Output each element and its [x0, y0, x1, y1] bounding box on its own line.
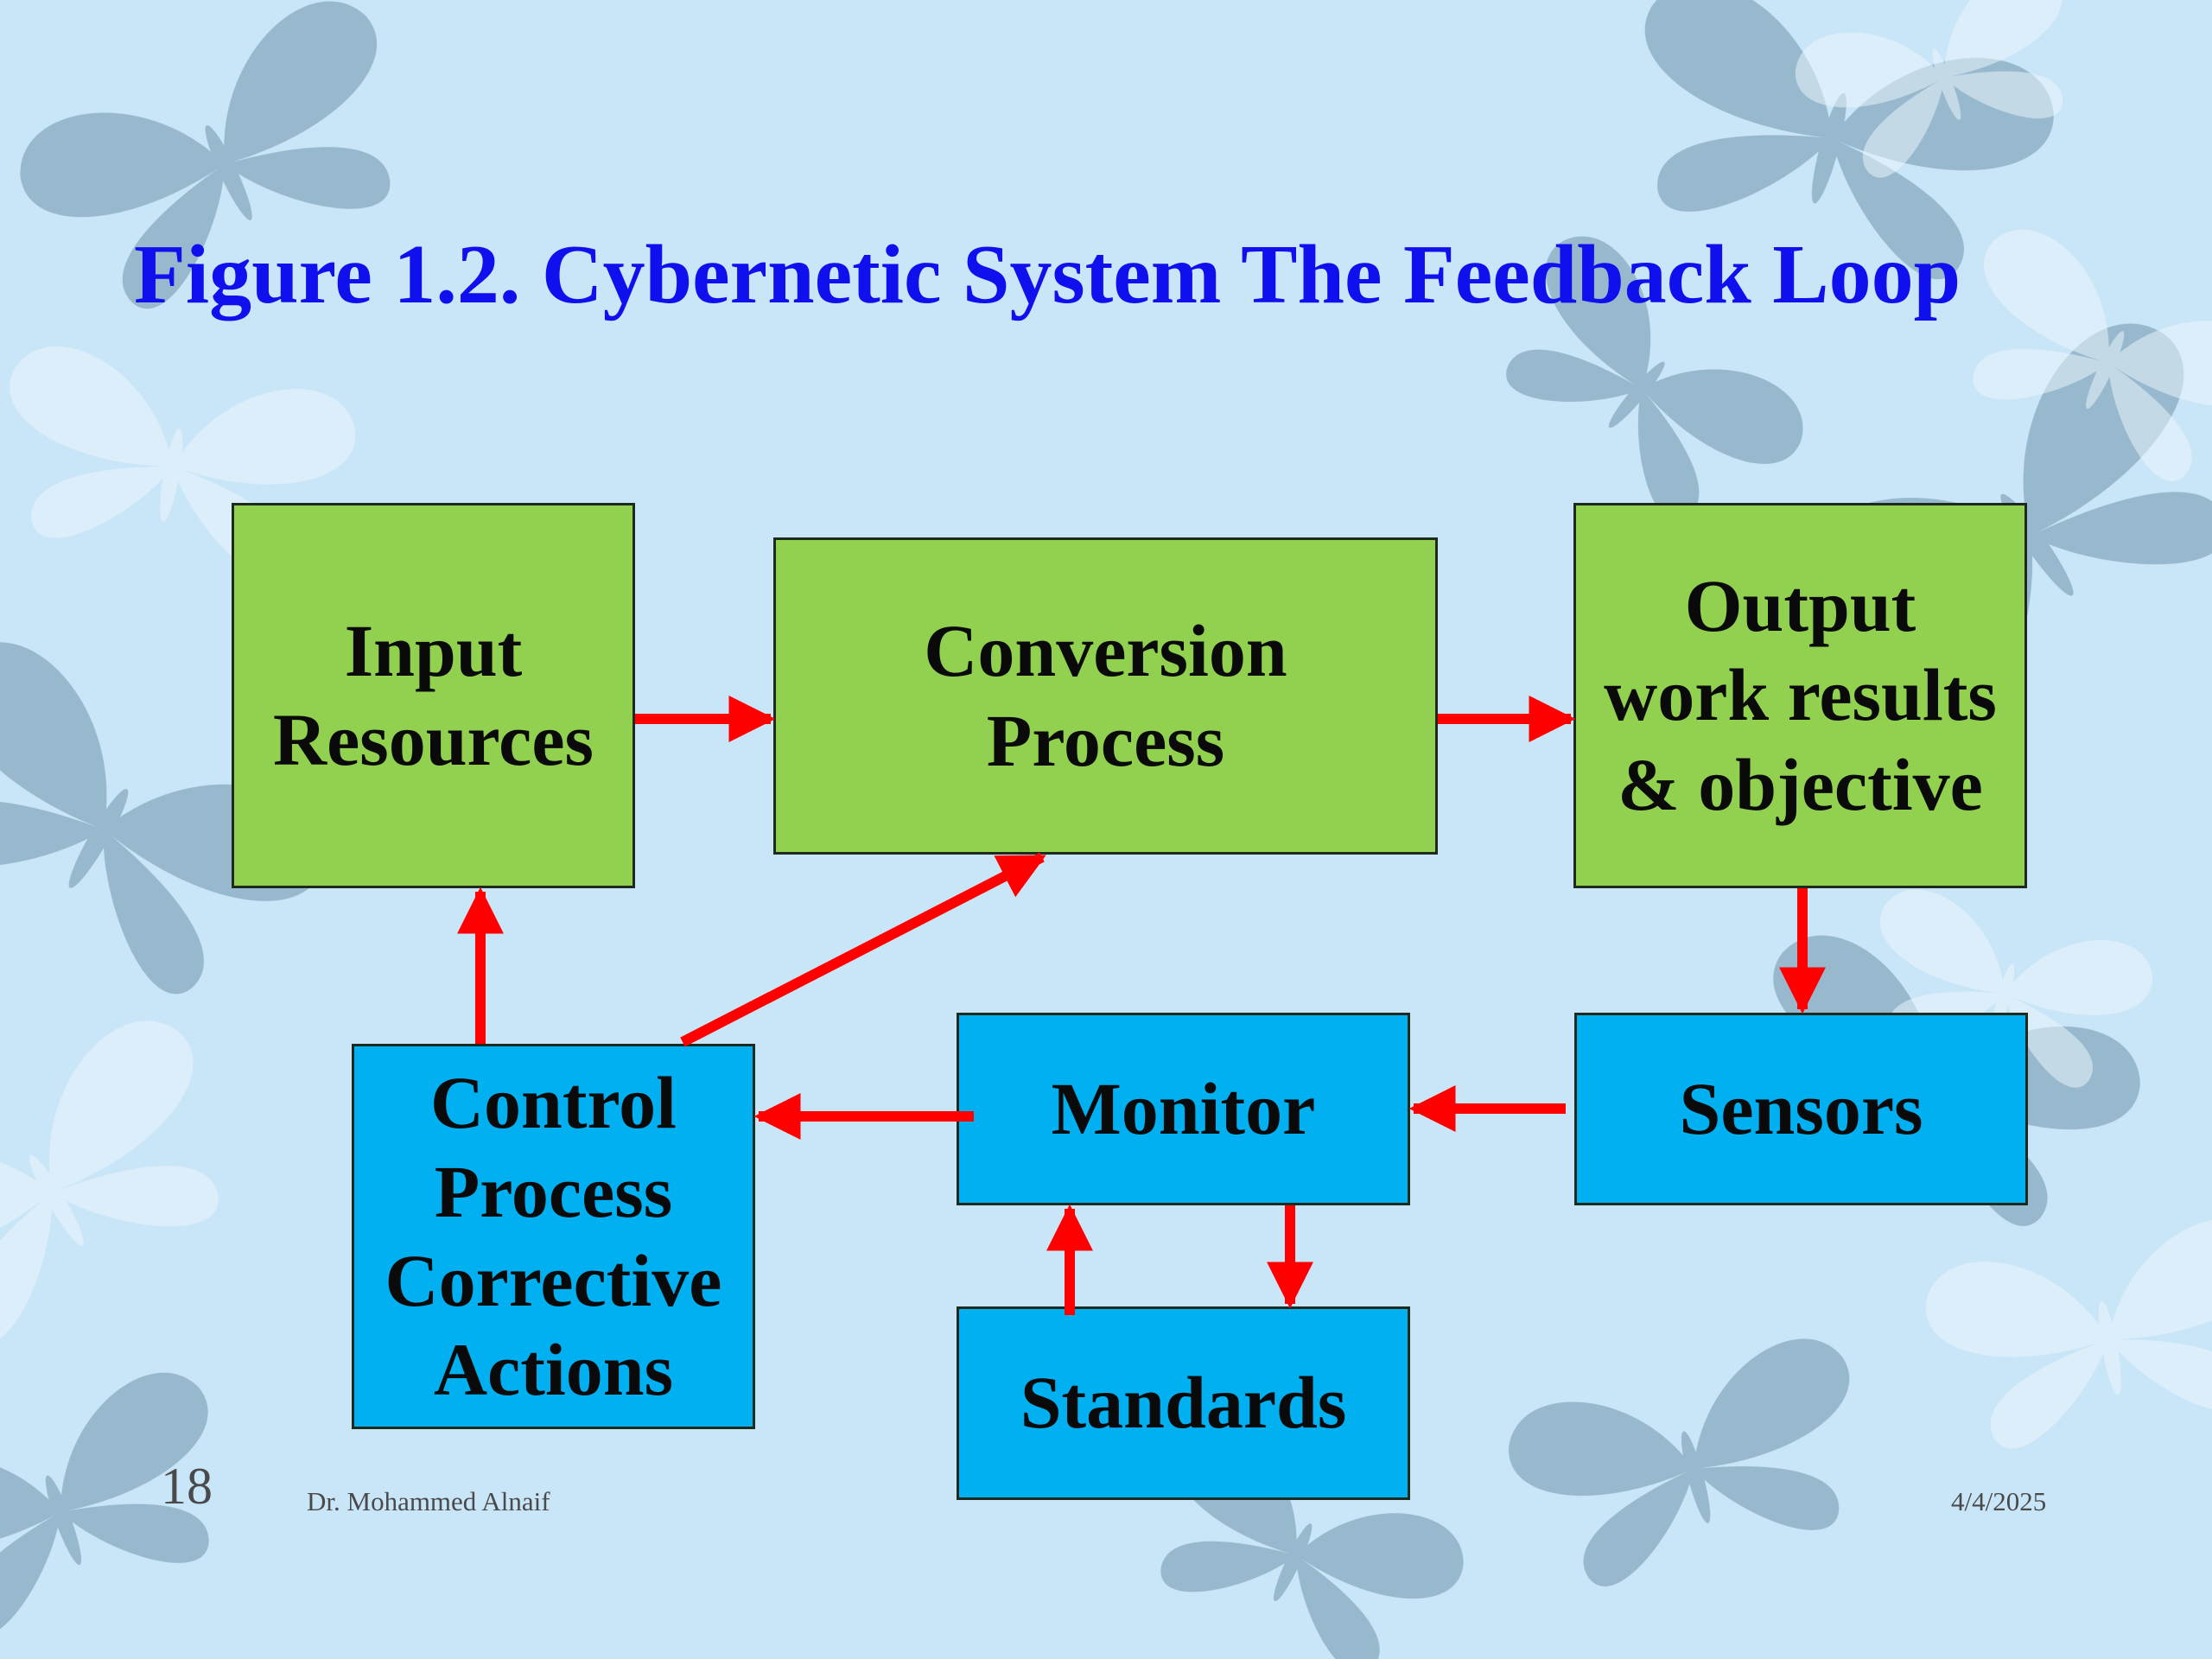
standards-box: Standards — [957, 1306, 1410, 1500]
output-box: Output work results & objective — [1573, 503, 2027, 888]
conversion-process-box: Conversion Process — [773, 537, 1438, 855]
box-label-line: Conversion — [924, 609, 1287, 693]
box-label-line: Resources — [272, 698, 594, 781]
slide-number: 18 — [161, 1458, 213, 1515]
control-process-box: Control Process Corrective Actions — [352, 1044, 755, 1429]
box-label-line: & objective — [1618, 742, 1983, 826]
box-label-line: Corrective — [385, 1239, 722, 1322]
footer-author: Dr. Mohammed Alnaif — [307, 1486, 550, 1516]
box-label-line: Output — [1684, 564, 1916, 648]
sensors-box: Sensors — [1574, 1013, 2028, 1205]
box-label-line: Monitor — [1051, 1066, 1316, 1150]
box-label-line: Sensors — [1679, 1066, 1923, 1150]
box-label-line: work results — [1604, 653, 1997, 737]
box-label-line: Standards — [1020, 1361, 1347, 1445]
input-resources-box: Input Resources — [232, 503, 635, 888]
box-label-line: Control — [429, 1060, 677, 1144]
monitor-box: Monitor — [957, 1013, 1410, 1205]
box-label-line: Input — [344, 608, 523, 692]
footer-date: 4/4/2025 — [1951, 1486, 2047, 1516]
box-label-line: Process — [986, 698, 1225, 782]
page-title: Figure 1.2. Cybernetic System The Feedba… — [134, 228, 1961, 321]
box-label-line: Process — [434, 1149, 673, 1233]
box-label-line: Actions — [433, 1328, 674, 1412]
